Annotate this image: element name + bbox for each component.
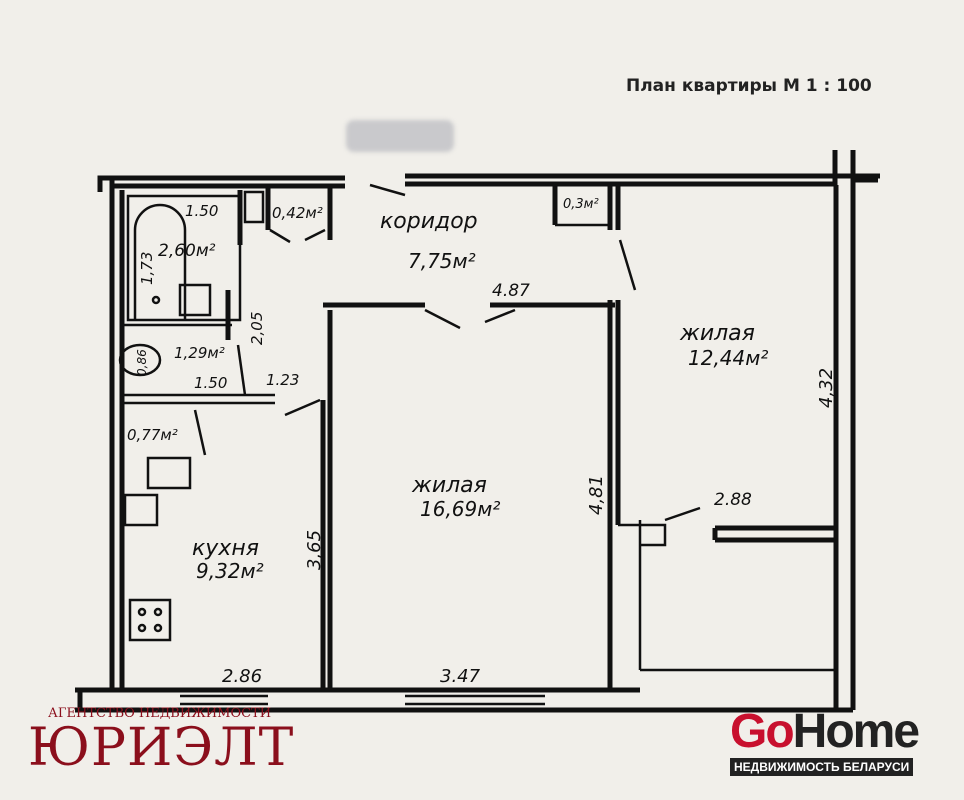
dim-wc-height: 0,86 xyxy=(135,349,149,376)
room-name-living-small: жилая xyxy=(679,321,755,346)
room-area-living-big: 16,69м² xyxy=(420,497,500,521)
room-name-corridor: коридор xyxy=(380,209,478,234)
room-area-living-small: 12,44м² xyxy=(688,346,768,370)
dim-living-big-width: 3.47 xyxy=(440,666,481,687)
dim-balcony-width: 2.88 xyxy=(714,490,752,510)
room-name-living-big: жилая xyxy=(411,473,487,498)
dim-door-width: 1.23 xyxy=(266,371,299,389)
plan-title: План квартиры М 1 : 100 xyxy=(626,76,872,96)
room-area-closet1: 0,42м² xyxy=(272,204,323,222)
agency-name: ЮРИЭЛТ xyxy=(28,718,295,778)
room-area-wc: 1,29м² xyxy=(174,344,225,362)
dim-bath-width: 1.50 xyxy=(185,202,218,220)
dim-living-big-height: 4,81 xyxy=(586,475,607,515)
dim-corridor-length: 4.87 xyxy=(492,281,530,301)
dim-bath-side: 2,05 xyxy=(248,312,266,345)
agency-subtitle: АГЕНТСТВО НЕДВИЖИМОСТИ xyxy=(48,706,272,721)
room-area-bath: 2,60м² xyxy=(158,241,216,261)
room-area-kitchen: 9,32м² xyxy=(196,559,264,583)
gohome-tagline: НЕДВИЖИМОСТЬ БЕЛАРУСИ xyxy=(730,758,914,776)
labels: коридор 7,75м² 4.87 жилая 12,44м² 4,32 ж… xyxy=(127,197,837,687)
room-name-kitchen: кухня xyxy=(192,536,259,561)
dim-kitchen-width: 2.86 xyxy=(222,666,262,687)
dim-living-small-height: 4,32 xyxy=(816,368,837,408)
dim-bath-height: 1,73 xyxy=(138,252,156,285)
dim-kitchen-height: 3,65 xyxy=(304,530,325,570)
gohome-home: Home xyxy=(792,705,920,758)
agency-logo: АГЕНТСТВО НЕДВИЖИМОСТИ ЮРИЭЛТ xyxy=(28,706,294,775)
room-area-corridor: 7,75м² xyxy=(408,249,476,273)
walls xyxy=(75,150,880,713)
gohome-logo: GoHome НЕДВИЖИМОСТЬ БЕЛАРУСИ xyxy=(730,705,920,776)
gohome-go: Go xyxy=(730,705,795,758)
redacted-mark xyxy=(346,120,454,152)
dim-wc-width: 1.50 xyxy=(194,374,227,392)
room-area-closet2: 0,3м² xyxy=(563,197,599,212)
room-area-hall: 0,77м² xyxy=(127,426,178,444)
